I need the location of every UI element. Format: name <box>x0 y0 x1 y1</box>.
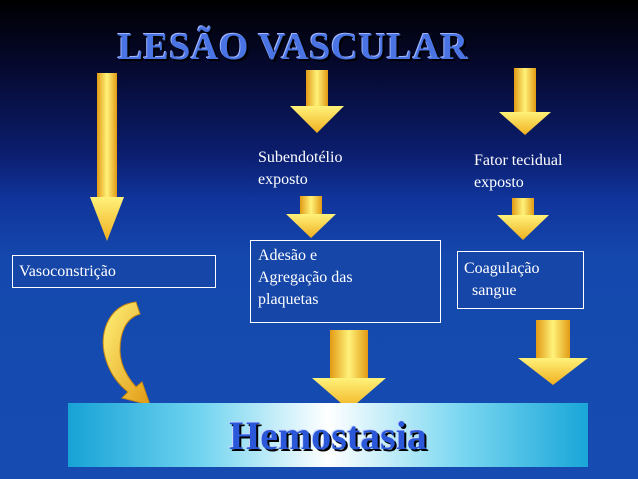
node-fator-tecidual-line-1: Fator tecidual <box>474 152 563 169</box>
result-band <box>68 403 588 467</box>
node-subendotelio: Subendotélio exposto <box>258 147 342 191</box>
node-adesao-line-2: Agregação das <box>258 269 353 286</box>
arrow-center-bottom <box>312 330 386 410</box>
arrow-right-mid <box>497 198 549 240</box>
arrow-right-bottom <box>518 320 588 385</box>
arrow-right-top <box>499 68 551 135</box>
node-coagulacao: Coagulação sangue <box>457 251 584 309</box>
node-vasoconstricao-line-1: Vasoconstrição <box>19 263 116 280</box>
arrow-center-top <box>290 70 344 133</box>
arrow-curved <box>102 301 151 406</box>
arrow-center-mid <box>286 196 336 238</box>
node-vasoconstricao: Vasoconstrição <box>12 255 216 288</box>
node-adesao-agregacao: Adesão e Agregação das plaquetas <box>250 240 441 323</box>
node-fator-tecidual-line-2: exposto <box>474 174 524 191</box>
node-coagulacao-line-2: sangue <box>464 282 517 299</box>
node-adesao-line-1: Adesão e <box>258 247 318 264</box>
node-subendotelio-line-2: exposto <box>258 171 308 188</box>
node-fator-tecidual: Fator tecidual exposto <box>474 150 562 194</box>
node-coagulacao-line-1: Coagulação <box>464 260 540 277</box>
arrow-left-long <box>90 73 124 241</box>
result-hemostasia: Hemostasia <box>229 412 427 458</box>
node-adesao-line-3: plaquetas <box>258 291 319 308</box>
slide-title: LESÃO VASCULAR <box>117 26 469 68</box>
node-subendotelio-line-1: Subendotélio <box>258 149 343 166</box>
